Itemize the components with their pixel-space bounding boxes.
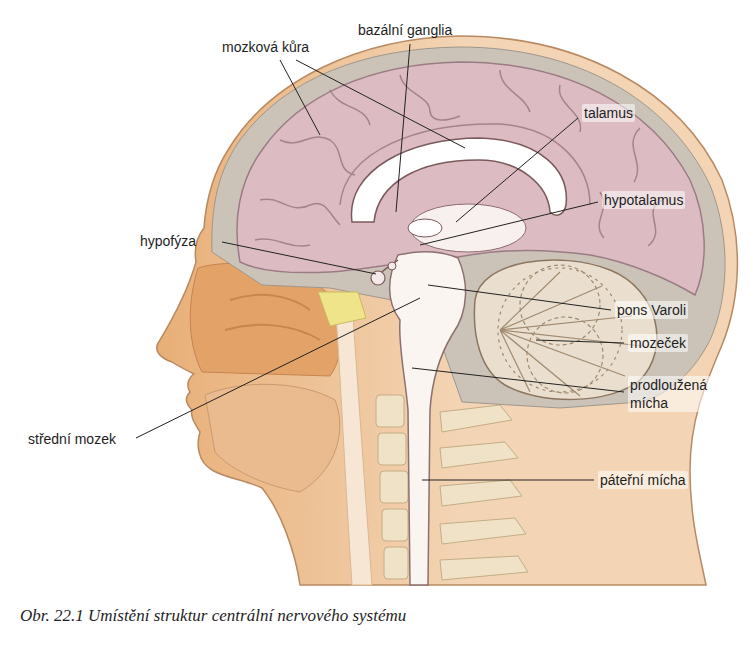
- nasal-concha: [225, 295, 320, 340]
- vertebra: [440, 442, 518, 468]
- part-label: mozková kůra: [222, 38, 309, 56]
- leader-line: [422, 480, 594, 481]
- spinous-processes: [440, 405, 528, 580]
- leader-line: [420, 202, 598, 245]
- vertebra: [440, 518, 526, 544]
- leader-line: [456, 118, 578, 222]
- vertebra: [440, 480, 522, 506]
- part-label: páteřní mícha: [598, 471, 688, 489]
- leader-line: [412, 368, 624, 392]
- skull-bone: [212, 47, 725, 408]
- figure-caption: Obr. 22.1 Umístění struktur centrální ne…: [20, 606, 406, 626]
- part-label: pons Varoli: [615, 301, 688, 319]
- tongue: [205, 384, 340, 492]
- part-label: hypotalamus: [602, 191, 685, 209]
- vertebra: [378, 433, 406, 465]
- leader-line: [396, 44, 410, 212]
- gyri: [255, 70, 662, 246]
- part-label: bazální ganglia: [358, 21, 452, 39]
- part-label: mozeček: [628, 334, 688, 352]
- arbor-vitae: [498, 265, 642, 396]
- vertebra: [376, 395, 404, 427]
- leader-line: [428, 285, 611, 310]
- part-label: talamus: [582, 104, 635, 122]
- leader-line: [222, 242, 376, 274]
- vertebral-bodies: [376, 395, 408, 579]
- leader-line: [280, 60, 320, 135]
- pharynx: [335, 300, 372, 585]
- pituitary-stalk: [382, 260, 398, 272]
- leader-line: [296, 60, 465, 148]
- sphenoid-sinus: [318, 292, 366, 326]
- vertebra: [382, 509, 408, 541]
- leader-line: [136, 298, 420, 438]
- vertebra: [440, 405, 512, 432]
- part-label: hypofýza: [140, 232, 196, 250]
- head-skin: [157, 36, 738, 585]
- leader-line: [536, 340, 624, 343]
- vertebra: [380, 471, 408, 503]
- vertebra: [384, 547, 408, 579]
- mammillary-body: [388, 262, 396, 270]
- part-label: střední mozek: [28, 430, 116, 448]
- part-label: prodloužená mícha: [628, 376, 724, 412]
- leader-lines: [136, 44, 624, 480]
- brainstem: [390, 252, 466, 585]
- vertebra: [440, 556, 528, 580]
- interthalamic-adhesion: [408, 219, 442, 237]
